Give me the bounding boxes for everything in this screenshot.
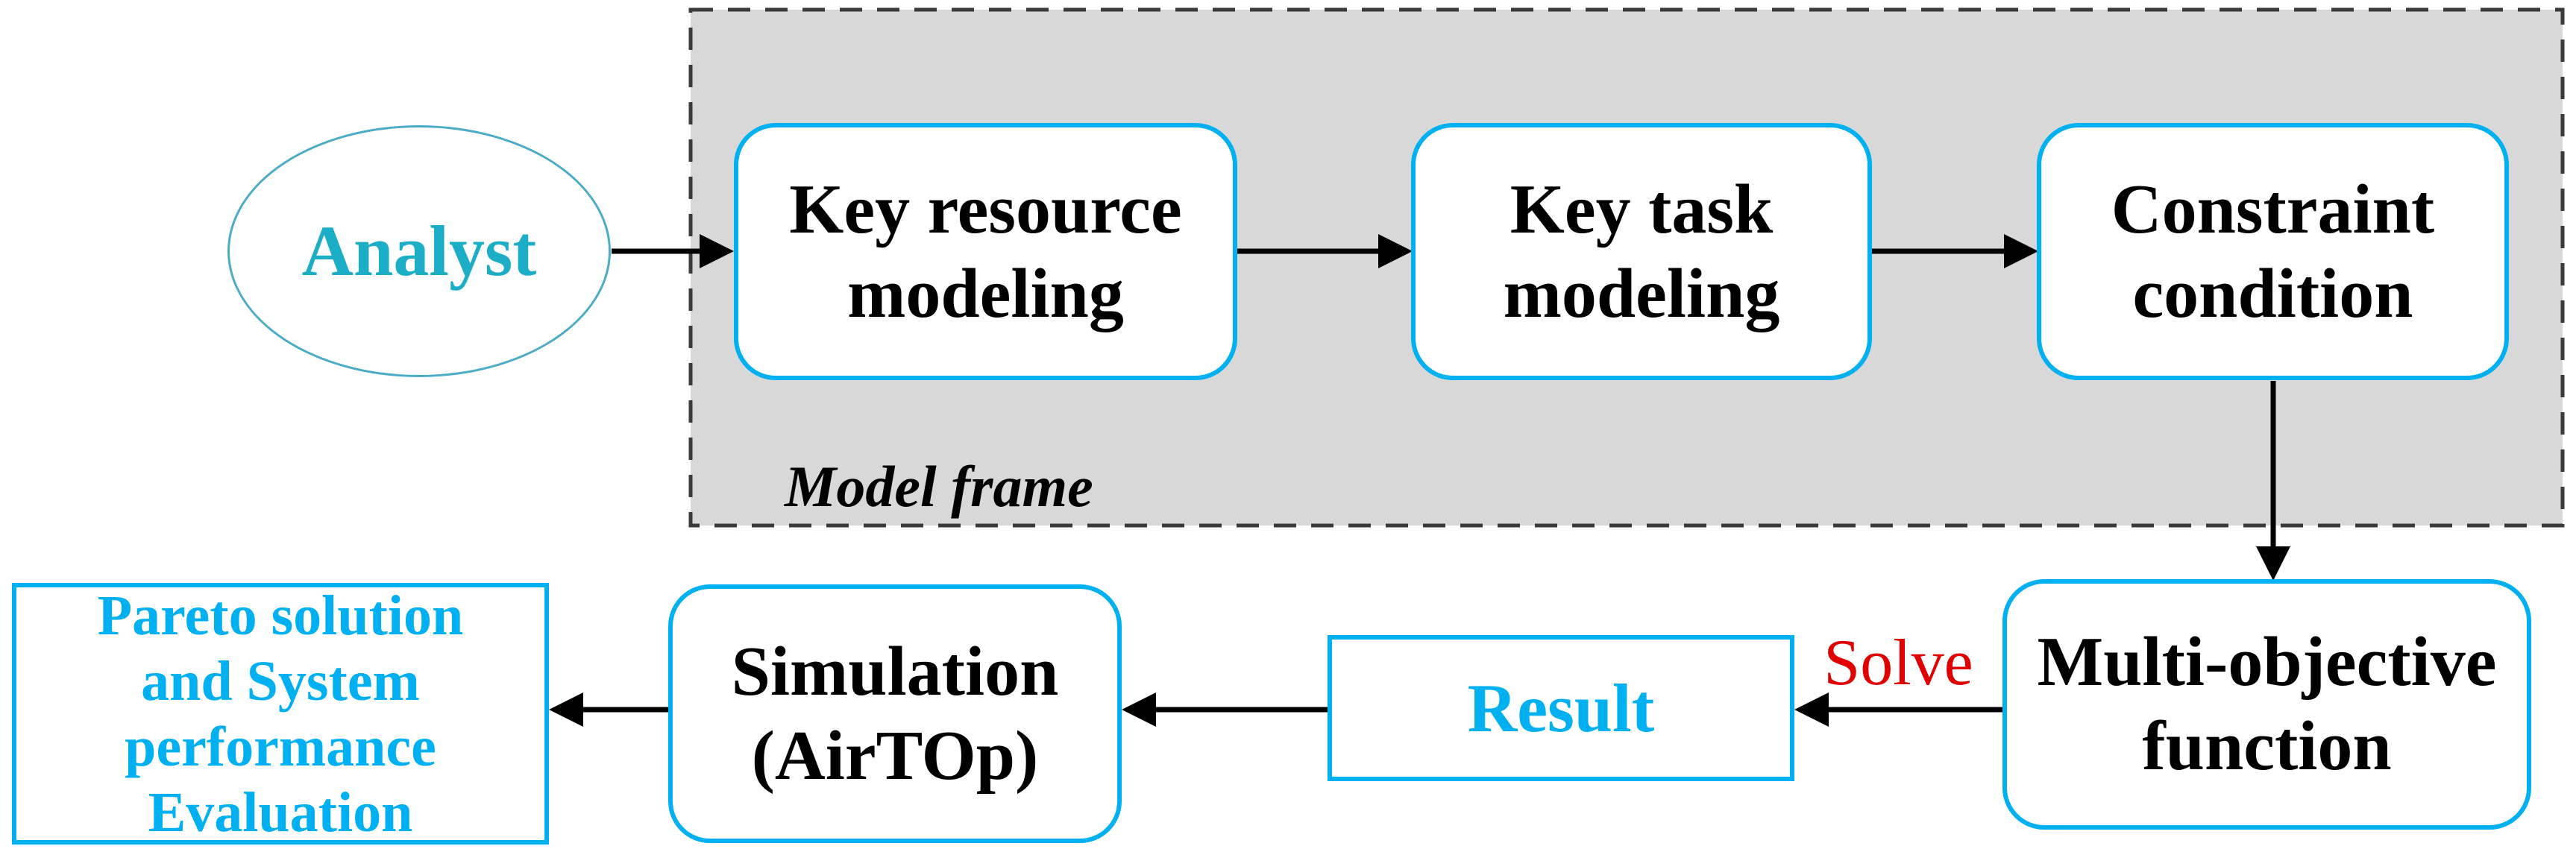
key-resource-line-1: Key resource	[789, 170, 1182, 248]
pareto-evaluation-box: Pareto solution and System performance E…	[12, 583, 549, 845]
simulation-airtop-box: Simulation (AirTOp)	[668, 584, 1122, 843]
arrow-result-to-simulation	[1122, 692, 1328, 727]
key-resource-line-2: modeling	[847, 254, 1124, 332]
arrow-constraint-to-multi-objective	[2256, 381, 2290, 581]
solve-annotation: Solve	[1823, 627, 1973, 699]
arrow-key-task-to-constraint	[1872, 234, 2038, 268]
result-box: Result	[1328, 635, 1794, 781]
arrow-key-resource-to-key-task	[1237, 234, 1413, 268]
arrow-multi-objective-to-result	[1794, 692, 2002, 727]
multi-objective-line-2: function	[2142, 707, 2392, 785]
constraint-line-1: Constraint	[2111, 170, 2435, 248]
result-label: Result	[1467, 670, 1655, 746]
constraint-condition-box: Constraint condition	[2037, 123, 2509, 380]
pareto-line-4: Evaluation	[148, 780, 413, 844]
constraint-line-2: condition	[2132, 254, 2413, 332]
arrow-analyst-to-key-resource	[612, 234, 734, 268]
multi-objective-line-1: Multi-objective	[2037, 623, 2497, 701]
key-task-line-1: Key task	[1510, 170, 1774, 248]
pareto-line-1: Pareto solution	[97, 584, 464, 647]
analyst-label: Analyst	[301, 211, 537, 291]
pareto-line-3: performance	[125, 715, 436, 778]
analyst-ellipse: Analyst	[227, 125, 611, 377]
multi-objective-function-box: Multi-objective function	[2002, 579, 2531, 830]
simulation-line-1: Simulation	[731, 632, 1059, 710]
model-frame-label: Model frame	[785, 454, 1093, 519]
arrow-simulation-to-pareto	[549, 692, 668, 727]
pareto-line-2: and System	[141, 649, 420, 713]
simulation-line-2: (AirTOp)	[751, 716, 1039, 795]
key-resource-modeling-box: Key resource modeling	[734, 123, 1237, 380]
key-task-modeling-box: Key task modeling	[1411, 123, 1872, 380]
key-task-line-2: modeling	[1503, 254, 1780, 332]
